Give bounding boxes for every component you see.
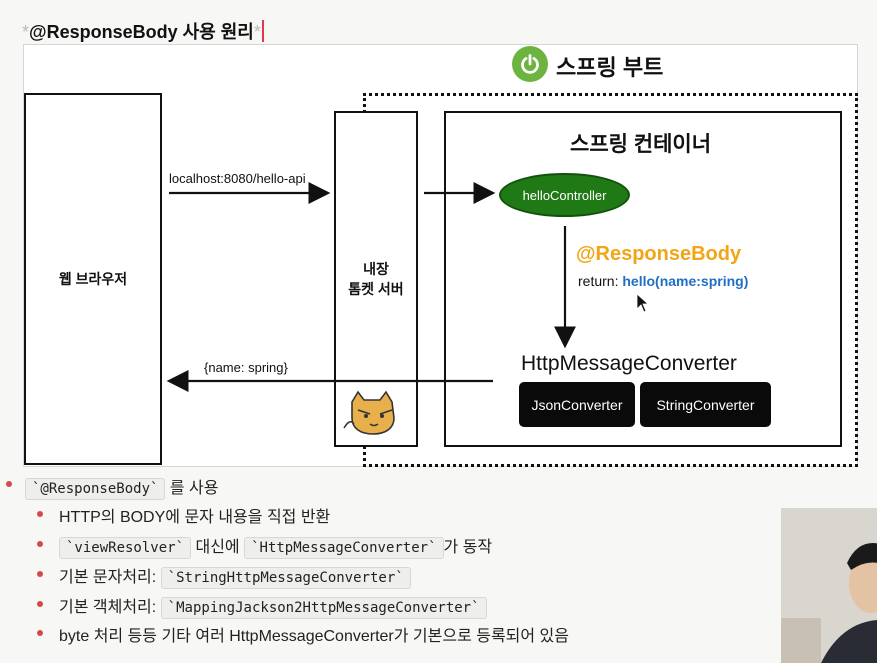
- bullet-main-code: `@ResponseBody`: [25, 478, 166, 500]
- tomcat-label-line2: 톰켓 서버: [348, 281, 404, 297]
- bullet-dot-main: [6, 481, 12, 487]
- tomcat-icon: [340, 388, 410, 438]
- spring-container-title: 스프링 컨테이너: [570, 133, 712, 156]
- bullet-main-suffix: 를 사용: [169, 480, 219, 497]
- bullet-item-4: 기본 객체처리: `MappingJackson2HttpMessageConv…: [59, 593, 487, 619]
- bullet-item-5: byte 처리 등등 기타 여러 HttpMessageConverter가 기…: [59, 622, 569, 646]
- response-body-annotation: @ResponseBody: [576, 243, 742, 265]
- bullet-item-5-text: byte 처리 등등 기타 여러 HttpMessageConverter가 기…: [59, 628, 570, 645]
- bullet-item-4-prefix: 기본 객체처리:: [59, 599, 157, 616]
- webcam-overlay: [781, 508, 877, 663]
- return-prefix: return:: [578, 273, 619, 289]
- bullet-item-1-text: HTTP의 BODY에 문자 내용을 직접 반환: [59, 509, 331, 526]
- web-browser-box: 웹 브라우저: [24, 93, 162, 465]
- response-body-label: {name: spring}: [204, 360, 288, 375]
- spring-boot-label: 스프링 부트: [556, 55, 664, 80]
- bullet-dot-2: [37, 541, 43, 547]
- json-converter-box: JsonConverter: [519, 382, 635, 427]
- string-converter-box: StringConverter: [640, 382, 771, 427]
- tomcat-label-line1: 내장: [363, 261, 389, 277]
- return-statement: return: hello(name:spring): [578, 273, 748, 289]
- bullet-item-1: HTTP의 BODY에 문자 내용을 직접 반환: [59, 503, 330, 527]
- bullet-dot-3: [37, 571, 43, 577]
- bullet-main: `@ResponseBody` 를 사용: [25, 474, 219, 500]
- http-message-converter-title: HttpMessageConverter: [521, 352, 737, 375]
- string-converter-label: StringConverter: [656, 396, 755, 413]
- spring-boot-logo-icon: [512, 46, 548, 82]
- bullet-item-4-code: `MappingJackson2HttpMessageConverter`: [160, 597, 487, 619]
- bullet-item-3: 기본 문자처리: `StringHttpMessageConverter`: [59, 563, 411, 589]
- bullet-item-2: `viewResolver` 대신에 `HttpMessageConverter…: [59, 533, 493, 559]
- hello-controller-node: helloController: [499, 173, 630, 217]
- web-browser-label: 웹 브라우저: [58, 271, 128, 287]
- text-cursor: [261, 20, 264, 42]
- hello-controller-label: helloController: [522, 187, 607, 203]
- mouse-pointer-icon: [636, 293, 650, 313]
- page-title: *@ResponseBody 사용 원리*: [22, 18, 264, 44]
- tomcat-server-box: 내장 톰켓 서버: [334, 111, 418, 447]
- bullet-item-2-mid: 대신에: [195, 539, 240, 556]
- title-text: @ResponseBody 사용 원리: [29, 22, 254, 42]
- bullet-item-3-prefix: 기본 문자처리:: [59, 569, 157, 586]
- bullet-dot-1: [37, 511, 43, 517]
- bullet-item-2-suffix: 가 동작: [443, 539, 493, 556]
- bullet-item-2-code1: `viewResolver`: [59, 537, 192, 559]
- bullet-dot-4: [37, 601, 43, 607]
- bullet-item-2-code2: `HttpMessageConverter`: [244, 537, 444, 559]
- json-converter-label: JsonConverter: [531, 396, 623, 413]
- title-marker-end: *: [253, 22, 261, 42]
- return-value: hello(name:spring): [622, 273, 749, 289]
- request-url-label: localhost:8080/hello-api: [169, 171, 306, 186]
- title-marker: *: [22, 22, 30, 42]
- bullet-dot-5: [37, 630, 43, 636]
- bullet-item-3-code: `StringHttpMessageConverter`: [160, 567, 411, 589]
